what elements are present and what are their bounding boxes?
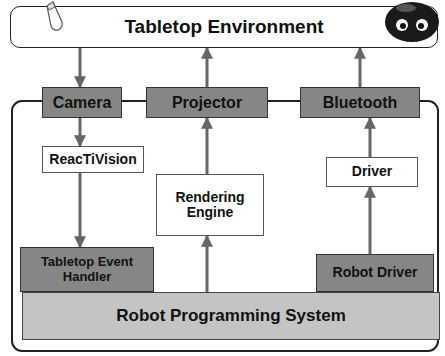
node-label: Rendering Engine — [161, 190, 259, 221]
node-label: Driver — [352, 164, 392, 179]
system-bar: Robot Programming System — [22, 292, 440, 340]
arrow-connector — [79, 118, 82, 146]
software-box: ReacTiVision — [42, 146, 144, 173]
hardware-box: Camera — [42, 87, 122, 118]
environment-box: Tabletop Environment — [10, 6, 438, 48]
module-box: Tabletop Event Handler — [20, 247, 154, 292]
arrow-connector — [206, 236, 209, 292]
software-box: Driver — [326, 157, 418, 187]
arrow-connector — [206, 48, 209, 87]
node-label: Camera — [53, 94, 112, 112]
arrow-connector — [369, 187, 372, 254]
arrow-connector — [359, 48, 362, 87]
node-label: Tabletop Event Handler — [25, 255, 149, 284]
arrow-connector — [79, 48, 82, 87]
node-label: Bluetooth — [323, 94, 398, 112]
node-label: Tabletop Environment — [124, 17, 323, 38]
software-box: Rendering Engine — [156, 174, 264, 236]
node-label: Robot Driver — [333, 265, 418, 280]
node-label: ReacTiVision — [49, 152, 136, 167]
node-label: Projector — [172, 94, 242, 112]
module-box: Robot Driver — [316, 254, 434, 292]
arrow-connector — [206, 118, 209, 174]
hardware-box: Bluetooth — [300, 87, 420, 118]
hardware-box: Projector — [146, 87, 268, 118]
node-label: Robot Programming System — [116, 307, 346, 326]
arrow-connector — [369, 118, 372, 157]
arrow-connector — [79, 173, 82, 247]
